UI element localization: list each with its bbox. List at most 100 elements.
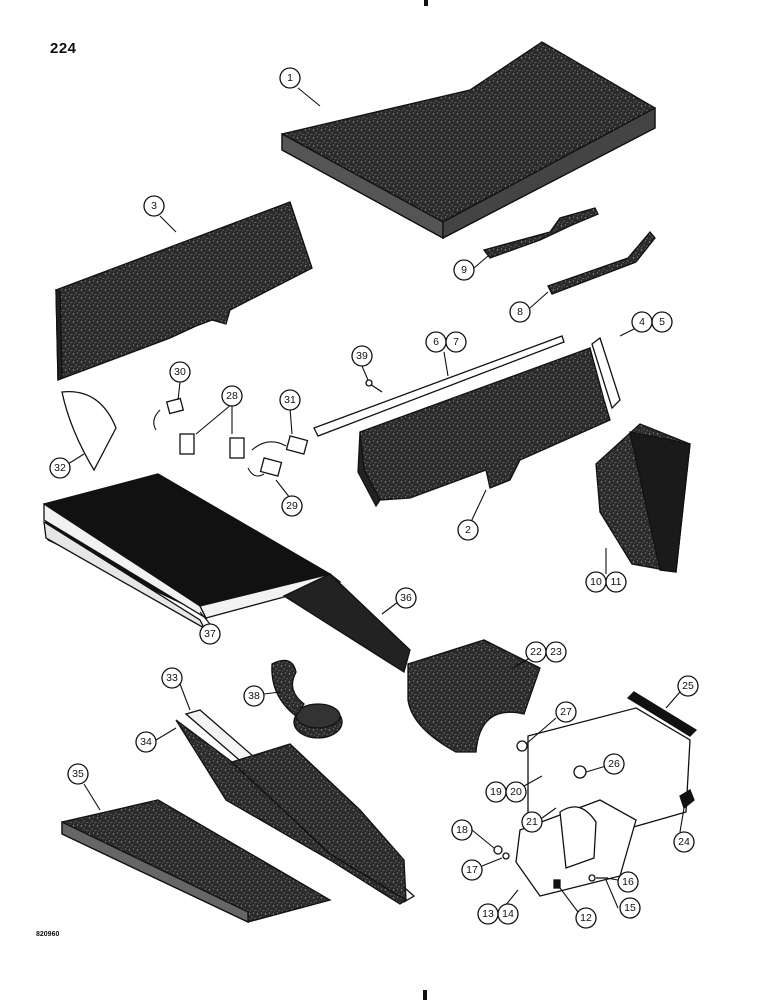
svg-text:12: 12 [580, 912, 592, 924]
callout-8: 8 [509, 301, 531, 323]
part-24-bracket [679, 789, 695, 810]
svg-text:28: 28 [226, 390, 238, 402]
callout-11: 11 [605, 571, 627, 593]
part-12-fastener [553, 879, 561, 889]
svg-text:39: 39 [356, 350, 368, 362]
part-36-37-headliner [43, 473, 411, 674]
svg-text:37: 37 [204, 628, 216, 640]
svg-text:38: 38 [248, 690, 260, 702]
callout-22: 22 [525, 641, 547, 663]
clip-31 [251, 435, 309, 455]
callout-39: 39 [351, 345, 373, 367]
callout-34: 34 [135, 731, 157, 753]
part-6-7-trim-strip [313, 335, 565, 437]
callout-27: 27 [555, 701, 577, 723]
callout-24: 24 [673, 831, 695, 853]
callout-7: 7 [445, 331, 467, 353]
svg-text:19: 19 [490, 786, 502, 798]
part-1-floor-mat [281, 41, 656, 240]
svg-text:1: 1 [287, 72, 293, 84]
svg-text:33: 33 [166, 672, 178, 684]
callout-17: 17 [461, 859, 483, 881]
svg-text:25: 25 [682, 680, 694, 692]
callout-14: 14 [497, 903, 519, 925]
svg-text:2: 2 [465, 524, 471, 536]
callout-29: 29 [281, 495, 303, 517]
callout-23: 23 [545, 641, 567, 663]
callout-18: 18 [451, 819, 473, 841]
callout-19: 19 [485, 781, 507, 803]
svg-text:15: 15 [624, 902, 636, 914]
callout-2: 2 [457, 519, 479, 541]
svg-text:22: 22 [530, 646, 542, 658]
callout-4: 4 [631, 311, 653, 333]
svg-text:17: 17 [466, 864, 478, 876]
svg-text:23: 23 [550, 646, 562, 658]
callout-35: 35 [67, 763, 89, 785]
callout-15: 15 [619, 897, 641, 919]
callout-12: 12 [575, 907, 597, 929]
part-39-screw [365, 379, 383, 393]
part-2-dash-panel [357, 347, 611, 508]
svg-text:24: 24 [678, 836, 690, 848]
part-10-11-mat [595, 423, 691, 573]
part-33-34-panel [175, 709, 416, 905]
part-9-strip [482, 207, 599, 259]
part-22-23-pad [407, 639, 541, 753]
clip-29 [247, 457, 283, 477]
callout-1: 1 [279, 67, 301, 89]
callout-5: 5 [651, 311, 673, 333]
svg-text:36: 36 [400, 592, 412, 604]
bottom-tick [423, 990, 427, 1000]
callout-6: 6 [425, 331, 447, 353]
svg-text:21: 21 [526, 816, 538, 828]
svg-text:31: 31 [284, 394, 296, 406]
callout-21: 21 [521, 811, 543, 833]
svg-text:26: 26 [608, 758, 620, 770]
part-8-strip [547, 230, 656, 295]
part-25-strip [626, 691, 698, 737]
part-27-washer [516, 740, 528, 752]
svg-text:34: 34 [140, 736, 152, 748]
svg-text:4: 4 [639, 316, 645, 328]
svg-text:10: 10 [590, 576, 602, 588]
top-tick [424, 0, 428, 6]
callout-16: 16 [617, 871, 639, 893]
part-32-curved-pad [61, 391, 117, 472]
svg-text:14: 14 [502, 908, 514, 920]
svg-text:32: 32 [54, 462, 66, 474]
svg-text:29: 29 [286, 500, 298, 512]
callout-25: 25 [677, 675, 699, 697]
callout-33: 33 [161, 667, 183, 689]
svg-text:3: 3 [151, 200, 157, 212]
svg-text:30: 30 [174, 366, 186, 378]
clip-28b [229, 437, 245, 459]
svg-text:5: 5 [659, 316, 665, 328]
callout-36: 36 [395, 587, 417, 609]
callout-38: 38 [243, 685, 265, 707]
callout-9: 9 [453, 259, 475, 281]
svg-text:9: 9 [461, 264, 467, 276]
svg-text:16: 16 [622, 876, 634, 888]
svg-text:13: 13 [482, 908, 494, 920]
svg-text:7: 7 [453, 336, 459, 348]
callout-13: 13 [477, 903, 499, 925]
part-38-roll [271, 659, 343, 739]
part-17-18-nut [493, 845, 510, 860]
callout-37: 37 [199, 623, 221, 645]
svg-text:35: 35 [72, 768, 84, 780]
svg-text:27: 27 [560, 706, 572, 718]
part-26-knob [573, 765, 587, 779]
part-35-floor-mat [61, 799, 332, 924]
callout-31: 31 [279, 389, 301, 411]
svg-text:8: 8 [517, 306, 523, 318]
part-4-5-bracket [591, 336, 621, 410]
svg-text:6: 6 [433, 336, 439, 348]
clip-30 [153, 397, 185, 431]
part-19-20-cover [515, 707, 691, 897]
callout-20: 20 [505, 781, 527, 803]
callout-3: 3 [143, 195, 165, 217]
callout-32: 32 [49, 457, 71, 479]
svg-text:18: 18 [456, 824, 468, 836]
callout-30: 30 [169, 361, 191, 383]
